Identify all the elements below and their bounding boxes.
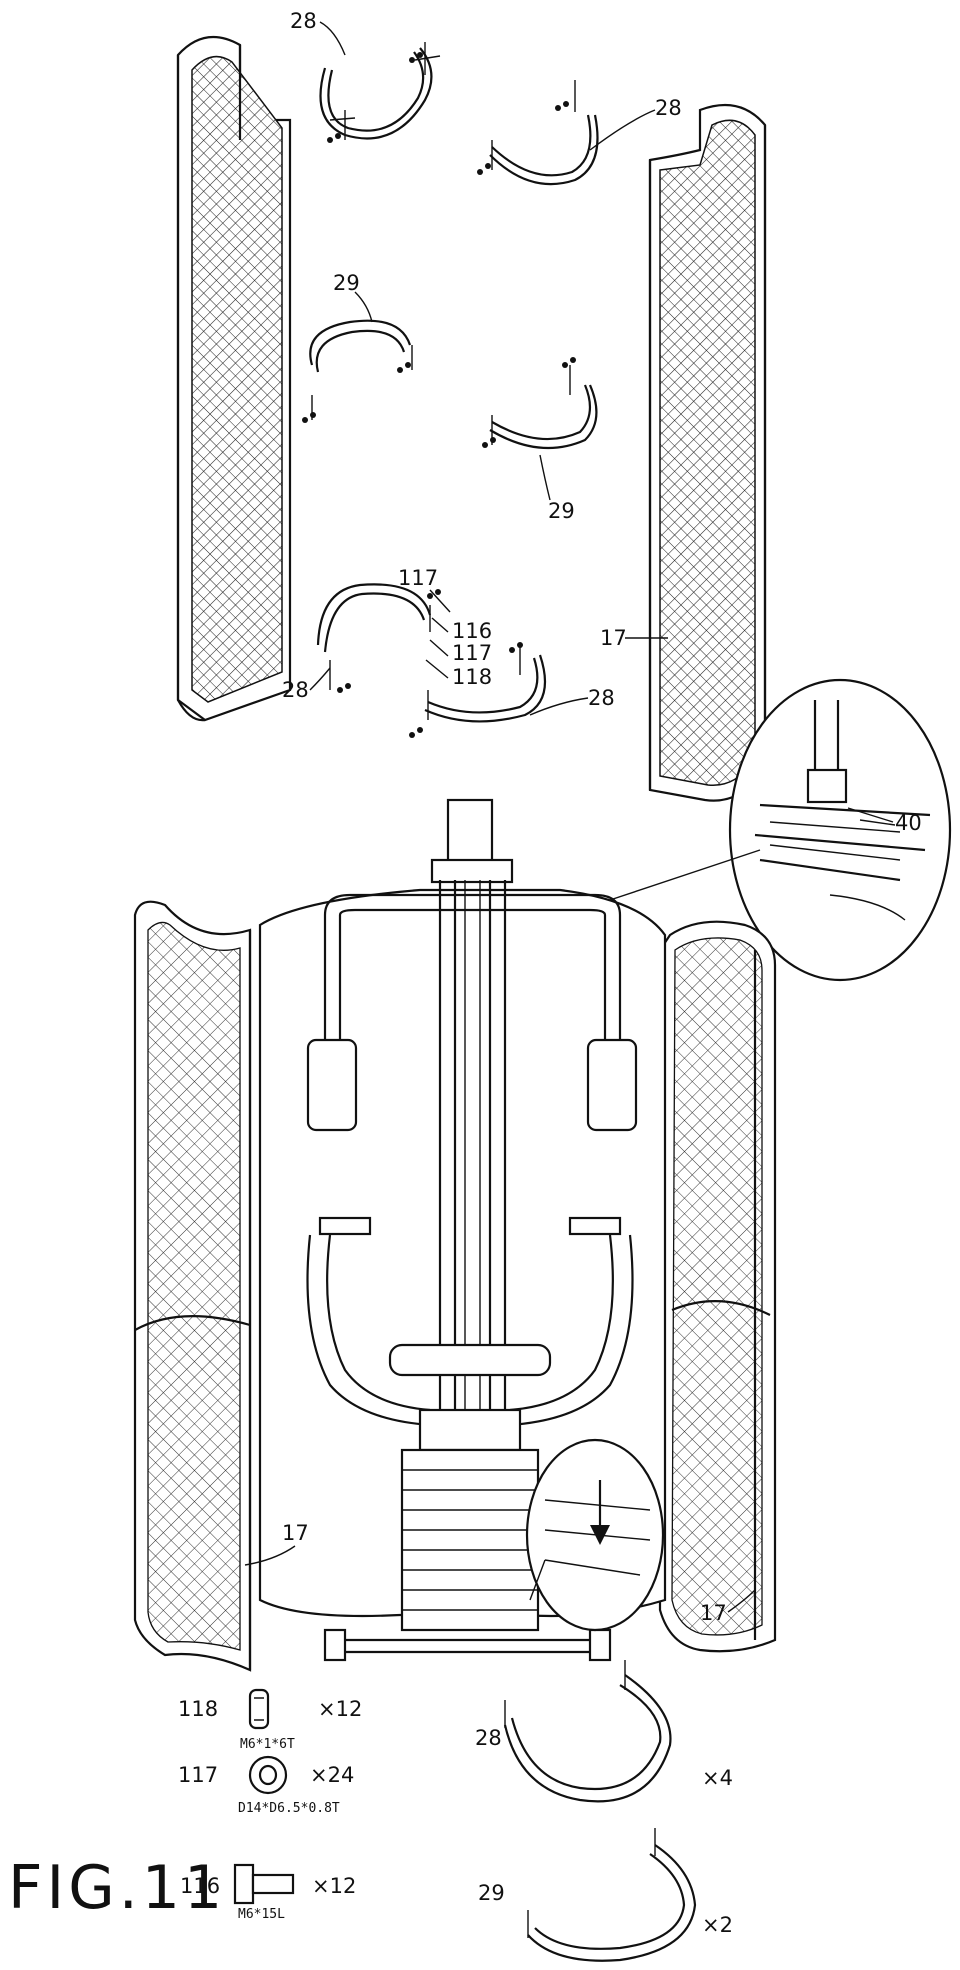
callout-40: 40 <box>895 811 922 835</box>
weight-stack <box>400 1448 540 1632</box>
strap-28-lower-right <box>424 645 547 723</box>
part-number: 118 <box>178 1697 218 1721</box>
strap-29-middle-left <box>309 319 413 420</box>
callout-17: 17 <box>282 1521 309 1545</box>
callout-116: 116 <box>452 619 492 643</box>
part-qty: ×2 <box>702 1913 733 1937</box>
part-qty: ×12 <box>318 1697 362 1721</box>
part-qty: ×4 <box>702 1766 733 1790</box>
part-spec: D14*D6.5*0.8T <box>238 1801 340 1816</box>
part-number: 29 <box>478 1881 505 1905</box>
detail-circle-lower <box>525 1438 665 1632</box>
parts-list: 118 M6*1*6T ×12 117 D14*D6.5*0.8T ×24 11… <box>178 1697 733 1937</box>
mesh-shroud-left-assembled <box>133 900 252 1672</box>
callout-28: 28 <box>588 686 615 710</box>
part-118-nut <box>248 1688 270 1730</box>
callout-118: 118 <box>452 665 492 689</box>
strap-28-lower-left <box>316 583 432 690</box>
callout-29: 29 <box>548 499 575 523</box>
figure-title: FIG.11 <box>8 1853 226 1923</box>
part-spec: M6*15L <box>238 1907 285 1922</box>
callout-29: 29 <box>333 271 360 295</box>
part-number: 28 <box>475 1726 502 1750</box>
detail-circle-40 <box>609 678 952 982</box>
part-spec: M6*1*6T <box>240 1737 295 1752</box>
part-116-bolt <box>233 1863 295 1905</box>
part-29-strap <box>527 1828 697 1962</box>
strap-28-upper-left <box>319 42 441 140</box>
mesh-shroud-left-top <box>176 35 292 722</box>
callout-17: 17 <box>600 626 627 650</box>
callout-28: 28 <box>655 96 682 120</box>
callout-labels: 28 28 29 29 117 116 117 118 28 28 17 40 … <box>244 9 922 1625</box>
callout-17: 17 <box>700 1601 727 1625</box>
part-number: 116 <box>180 1874 220 1898</box>
callout-117: 117 <box>398 566 438 590</box>
mesh-shroud-right-top <box>648 103 767 802</box>
hardware-bolts <box>302 52 576 738</box>
part-number: 117 <box>178 1763 218 1787</box>
gym-frame <box>258 798 667 1662</box>
part-117-washer <box>248 1755 288 1795</box>
strap-29-middle-right <box>489 365 598 450</box>
mesh-shroud-right-assembled <box>658 920 777 1653</box>
part-qty: ×12 <box>312 1874 356 1898</box>
part-28-strap <box>503 1660 672 1803</box>
callout-117: 117 <box>452 641 492 665</box>
part-qty: ×24 <box>310 1763 354 1787</box>
callout-28: 28 <box>282 678 309 702</box>
callout-28: 28 <box>290 9 317 33</box>
strap-28-upper-right <box>489 80 599 186</box>
